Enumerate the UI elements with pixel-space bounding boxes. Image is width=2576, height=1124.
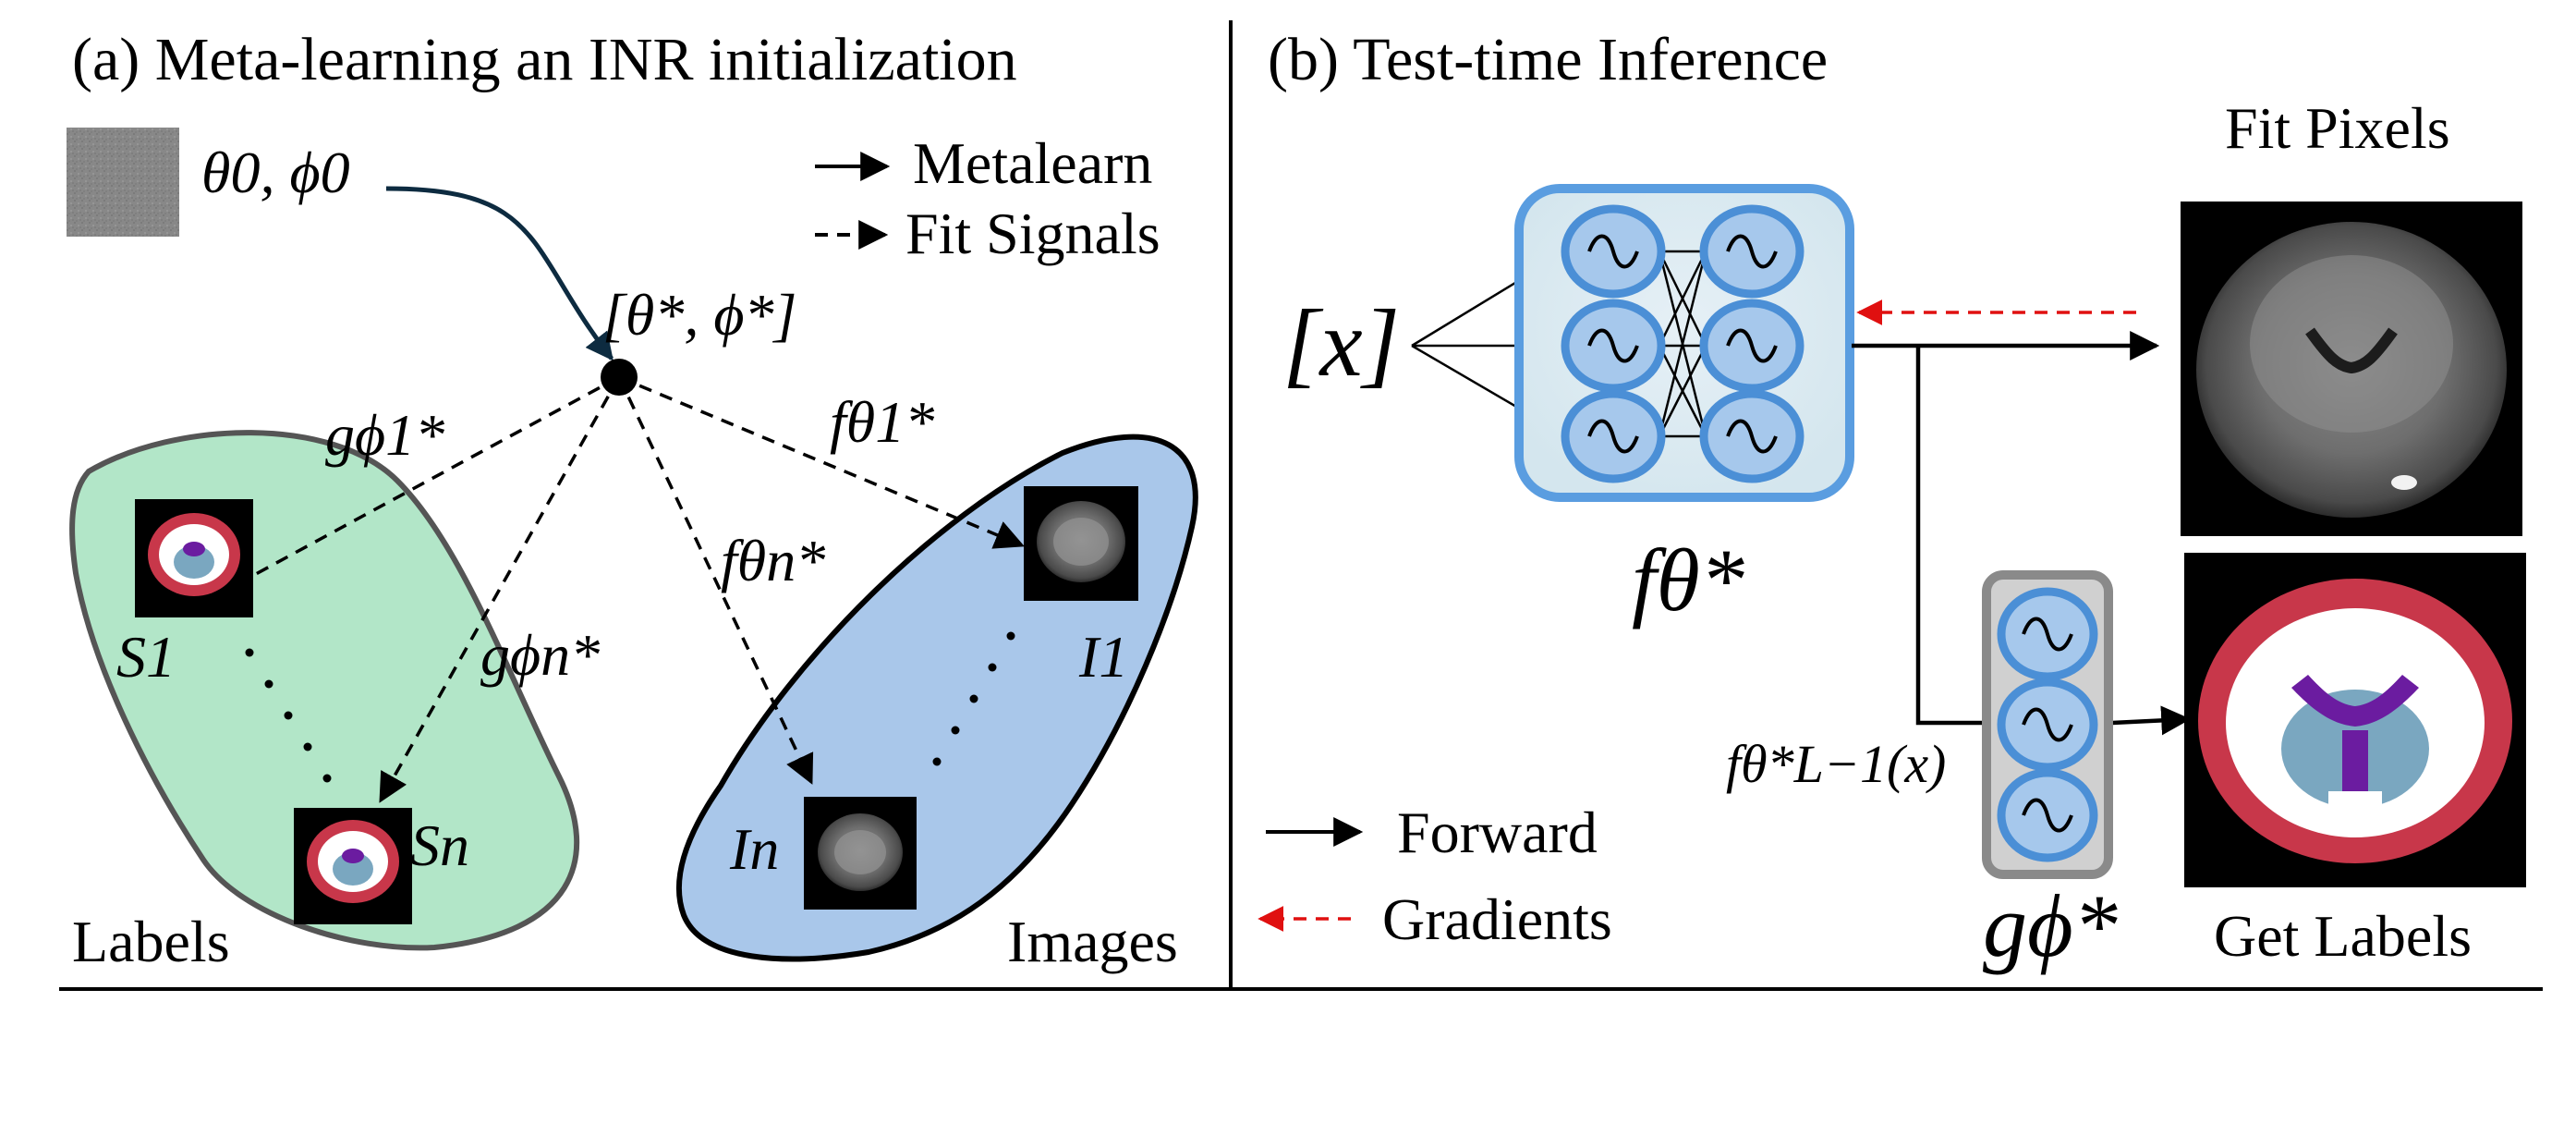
hidden-connections	[1658, 250, 1707, 438]
feature-branch-line	[1915, 346, 1988, 726]
sine-node-icon	[1997, 768, 2098, 862]
panel-b: (b) Test-time Inference [x]	[1258, 26, 2526, 975]
meta-params-label: [θ*, ϕ*]	[602, 282, 796, 348]
segmentation-output-image	[2184, 553, 2526, 887]
seg-thumbnail-1	[135, 499, 253, 617]
img-thumbnail-n	[804, 797, 917, 910]
input-label: [x]	[1282, 290, 1400, 397]
edge-gn	[379, 376, 621, 803]
edge-fn	[617, 376, 814, 785]
panel-a: (a) Meta-learning an INR initialization …	[67, 26, 1198, 974]
metalearn-curve	[385, 186, 614, 361]
get-labels-label: Get Labels	[2214, 903, 2472, 969]
seg-ellipsis-dots	[245, 648, 332, 783]
edge-g1-label: gϕ1*	[325, 402, 444, 468]
sine-node-icon	[1997, 587, 2098, 681]
legend-fit-label: Fit Signals	[905, 201, 1160, 266]
seg-thumbnail-n	[294, 808, 412, 924]
img-ellipsis-dots	[932, 631, 1015, 766]
sine-node-icon	[1561, 389, 1666, 483]
mri-output-image	[2181, 202, 2522, 536]
sine-node-icon	[1561, 299, 1666, 393]
images-title: Images	[1007, 909, 1178, 974]
f-network-label: fθ*	[1632, 531, 1744, 629]
g-network-label: gϕ*	[1983, 876, 2118, 975]
legend-gradients-label: Gradients	[1382, 886, 1612, 952]
fit-pixels-label: Fit Pixels	[2225, 95, 2450, 161]
legend-metalearn-label: Metalearn	[913, 130, 1152, 196]
feature-label: fθ*L−1(x)	[1726, 734, 1946, 794]
legend-forward-label: Forward	[1397, 800, 1598, 865]
f-nodes	[1561, 204, 1804, 483]
random-init-image	[67, 128, 179, 237]
sine-node-icon	[1699, 204, 1804, 299]
seg-first-label: S1	[116, 624, 176, 690]
forward-to-labels-arrow	[2111, 705, 2192, 736]
edge-fn-label: fθn*	[721, 528, 825, 593]
img-first-label: I1	[1078, 624, 1128, 690]
panel-b-title: (b) Test-time Inference	[1268, 26, 1828, 93]
edge-gn-label: gϕn*	[480, 622, 600, 688]
labels-title: Labels	[72, 909, 230, 974]
sine-node-icon	[1561, 204, 1666, 299]
sine-node-icon	[1699, 299, 1804, 393]
sine-node-icon	[1997, 678, 2098, 772]
edge-f1-label: fθ1*	[830, 389, 934, 455]
img-thumbnail-1	[1024, 486, 1138, 601]
panel-a-title: (a) Meta-learning an INR initialization	[72, 26, 1017, 93]
init-params-label: θ0, ϕ0	[201, 140, 350, 205]
sine-node-icon	[1699, 389, 1804, 483]
g-nodes	[1997, 587, 2098, 862]
seg-last-label: Sn	[410, 812, 469, 878]
edge-f1	[618, 375, 1025, 549]
img-last-label: In	[729, 816, 779, 882]
edge-g1	[243, 375, 620, 582]
